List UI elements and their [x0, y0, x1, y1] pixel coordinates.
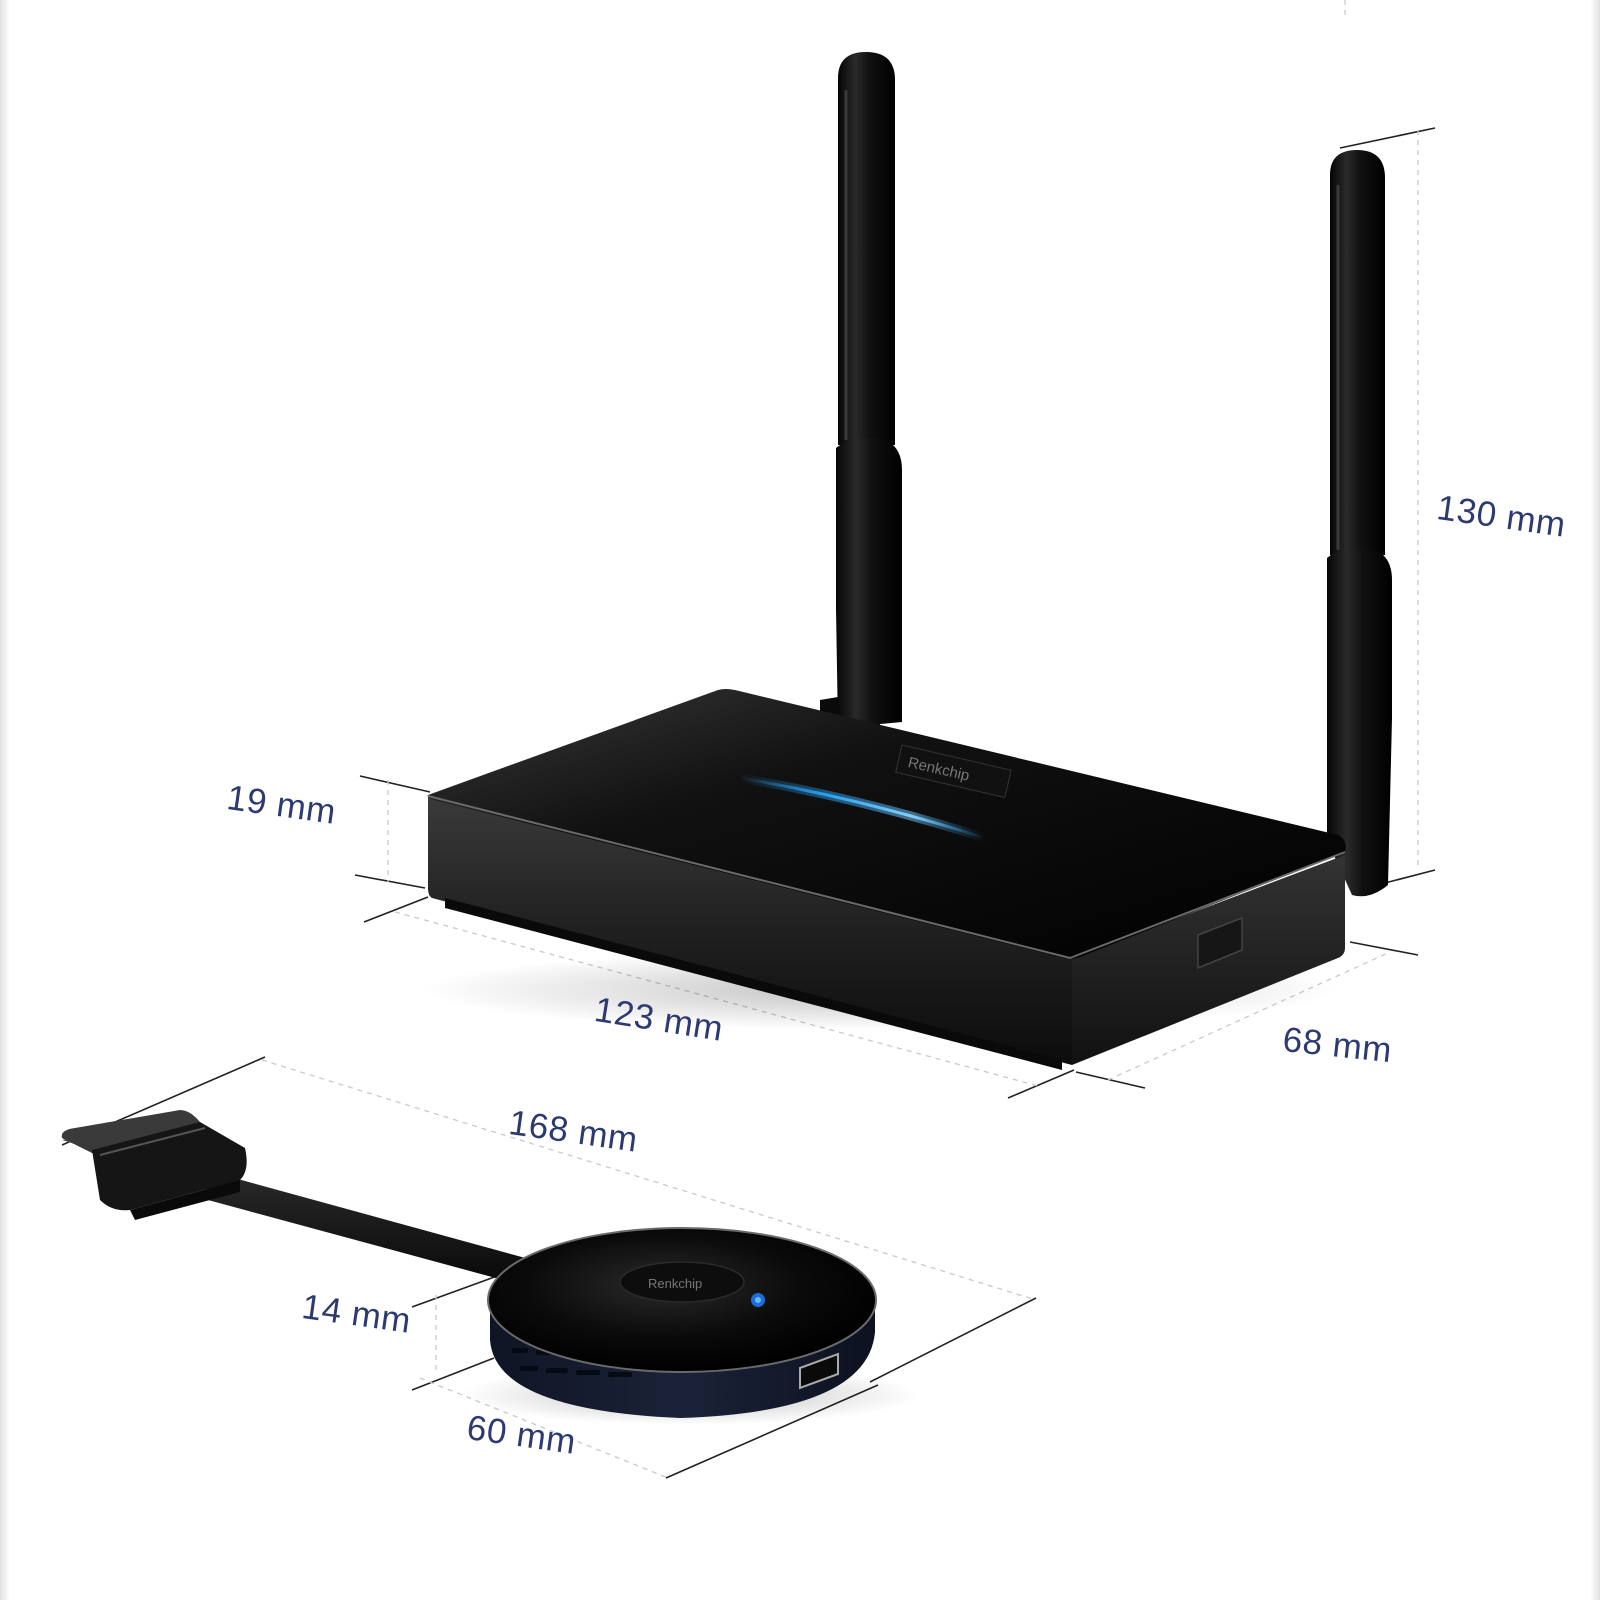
side-button [1197, 916, 1243, 970]
left-antenna [836, 52, 902, 728]
receiver-device: Renkchip [420, 52, 1392, 1070]
status-light-icon [735, 773, 990, 843]
right-page-edge [1590, 0, 1600, 1600]
usb-port [799, 1352, 839, 1390]
right-antenna [1327, 150, 1392, 897]
left-page-edge [0, 0, 10, 1600]
receiver-brand-plate: Renkchip [895, 744, 1012, 799]
transmitter-dongle: Renkchip [61, 1110, 920, 1425]
transmitter-brand: Renkchip [648, 1276, 702, 1291]
hdmi-plug [61, 1110, 247, 1220]
